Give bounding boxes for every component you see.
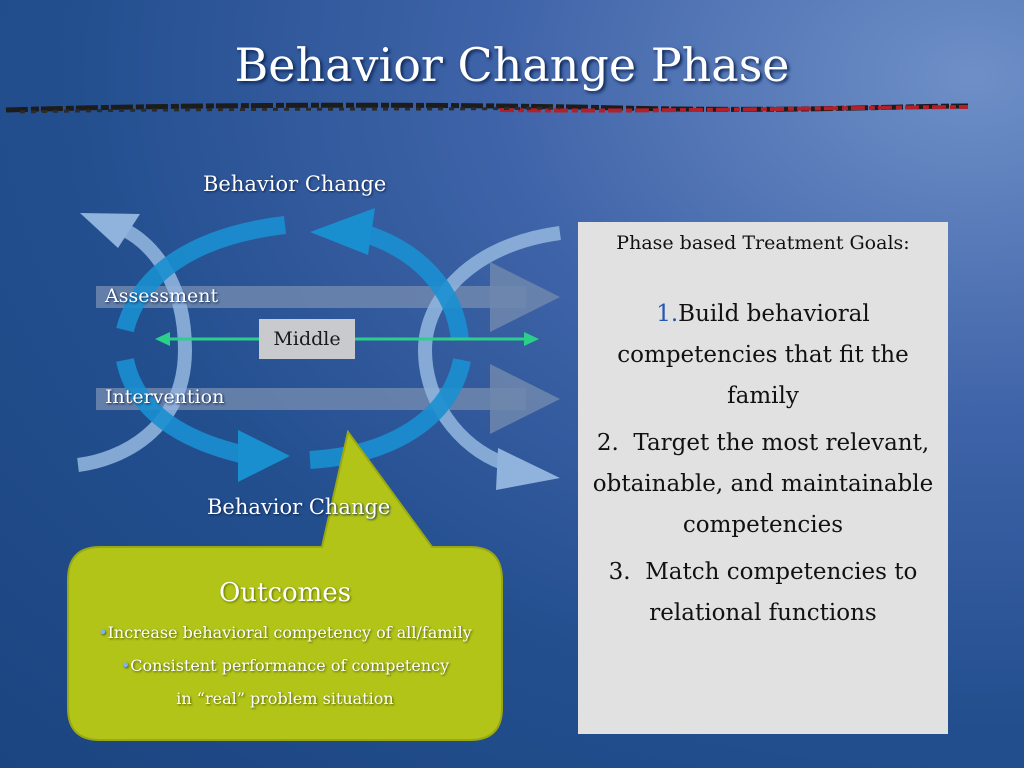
outcome-item: •Consistent performance of competency [70, 649, 500, 682]
goal-number: 1. [656, 301, 679, 327]
treatment-goals-panel: Phase based Treatment Goals: 1.Build beh… [578, 222, 948, 734]
intervention-bar [96, 364, 560, 434]
outcome-item-continuation: in “real” problem situation [176, 689, 394, 708]
bottom-left-arc [116, 357, 248, 464]
slide-title: Behavior Change Phase [234, 38, 790, 92]
right-pale-arc [417, 226, 561, 472]
top-right-arrowhead [310, 208, 375, 255]
goals-heading: Phase based Treatment Goals: [616, 232, 910, 254]
top-right-arc [357, 223, 469, 342]
goal-text: Target the most relevant, obtainable, an… [592, 430, 934, 538]
brush-divider [5, 102, 969, 114]
bottom-left-arrowhead [238, 430, 290, 482]
outcome-item: •Increase behavioral competency of all/f… [70, 616, 500, 649]
bottom-behavior-change-label: Behavior Change [207, 495, 391, 519]
top-cycle-arc [116, 216, 287, 333]
outcome-item-text: Consistent performance of competency [130, 656, 450, 675]
bullet-icon: • [120, 656, 131, 675]
outcome-item-text: Increase behavioral competency of all/fa… [107, 623, 472, 642]
goal-item: 1.Build behavioral competencies that fit… [592, 294, 934, 417]
goal-text: Match competencies to relational functio… [645, 559, 918, 626]
intervention-label: Intervention [105, 386, 225, 408]
goal-text: Build behavioral competencies that fit t… [617, 301, 909, 409]
bullet-icon: • [98, 623, 108, 642]
top-behavior-change-label: Behavior Change [203, 172, 387, 196]
outcomes-title: Outcomes [218, 578, 352, 608]
middle-label: Middle [259, 319, 355, 359]
goal-number: 3. [608, 559, 631, 585]
assessment-label: Assessment [105, 285, 219, 307]
left-pale-arrowhead [80, 213, 140, 248]
left-pale-arc [77, 221, 193, 472]
goal-item: 2. Target the most relevant, obtainable,… [592, 423, 934, 546]
right-pale-arrowhead [496, 448, 560, 490]
assessment-bar [96, 262, 560, 332]
goal-number: 2. [596, 430, 619, 456]
outcomes-bubble [67, 429, 503, 741]
goal-item: 3. Match competencies to relational func… [592, 552, 934, 634]
bottom-right-arc [309, 357, 471, 469]
outcomes-content: Outcomes •Increase behavioral competency… [70, 578, 500, 715]
